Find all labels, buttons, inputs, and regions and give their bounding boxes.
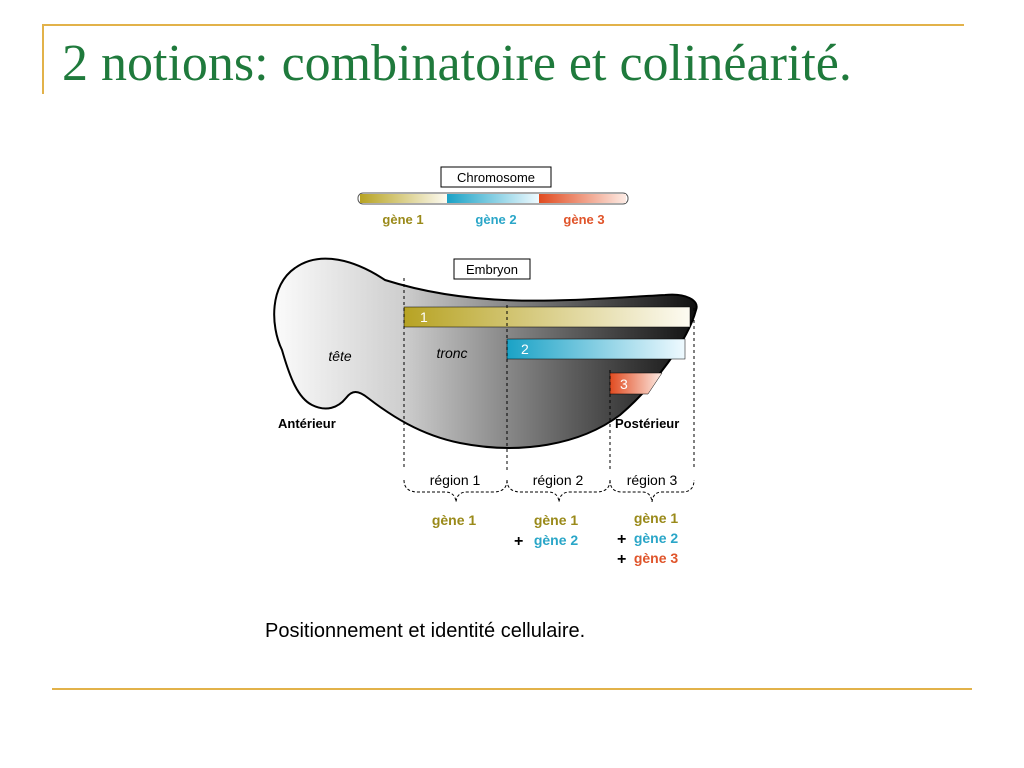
- chromosome-gene-3-segment: [539, 194, 626, 203]
- region-3-plus-2: +: [617, 551, 626, 568]
- chromosome-gene-2-segment: [447, 194, 539, 203]
- chromosome-gene-1-segment: [360, 194, 447, 203]
- diagram-caption: Positionnement et identité cellulaire.: [265, 620, 586, 642]
- chromosome-gene-2-label: gène 2: [475, 212, 516, 227]
- posterior-label: Postérieur: [615, 416, 679, 431]
- embryo-gene-2-bar: [506, 338, 686, 360]
- region-2-plus: +: [514, 533, 523, 550]
- anterior-label: Antérieur: [278, 416, 336, 431]
- region-2-gene-1: gène 1: [534, 512, 579, 528]
- region-2-label: région 2: [533, 472, 584, 488]
- embryo-gene-3-bar: [609, 372, 663, 395]
- slide-title: 2 notions: combinatoire et colinéarité.: [62, 35, 852, 92]
- chromosome-label-box: [440, 166, 552, 188]
- embryo-gene-3-number: 3: [620, 376, 628, 392]
- region-3-label: région 3: [627, 472, 678, 488]
- frame-left-rule: [42, 24, 44, 94]
- region-3-gene-3: gène 3: [634, 550, 679, 566]
- embryo-gene-1-bar: [403, 306, 691, 328]
- chromosome-gene-1-label: gène 1: [382, 212, 423, 227]
- head-label: tête: [328, 348, 352, 364]
- embryo-label-box: [453, 258, 531, 280]
- region-3-gene-2: gène 2: [634, 530, 679, 546]
- region-3-brace: [609, 479, 695, 503]
- trunk-label: tronc: [436, 345, 467, 361]
- region-2-gene-2: gène 2: [534, 532, 579, 548]
- chromosome-label: Chromosome: [457, 170, 535, 185]
- region-1-gene-1: gène 1: [432, 512, 477, 528]
- embryo-gene-2-number: 2: [521, 341, 529, 357]
- hox-gene-diagram: Chromosome gène 1 gène 2 gène 3 Embryon …: [273, 166, 698, 568]
- region-3-plus-1: +: [617, 531, 626, 548]
- chromosome-gene-3-label: gène 3: [563, 212, 604, 227]
- region-3-gene-1: gène 1: [634, 510, 679, 526]
- embryo-label: Embryon: [466, 262, 518, 277]
- embryo-gene-1-number: 1: [420, 309, 428, 325]
- frame-bottom-rule: [52, 688, 972, 690]
- frame-top-rule: [42, 24, 964, 26]
- region-1-label: région 1: [430, 472, 481, 488]
